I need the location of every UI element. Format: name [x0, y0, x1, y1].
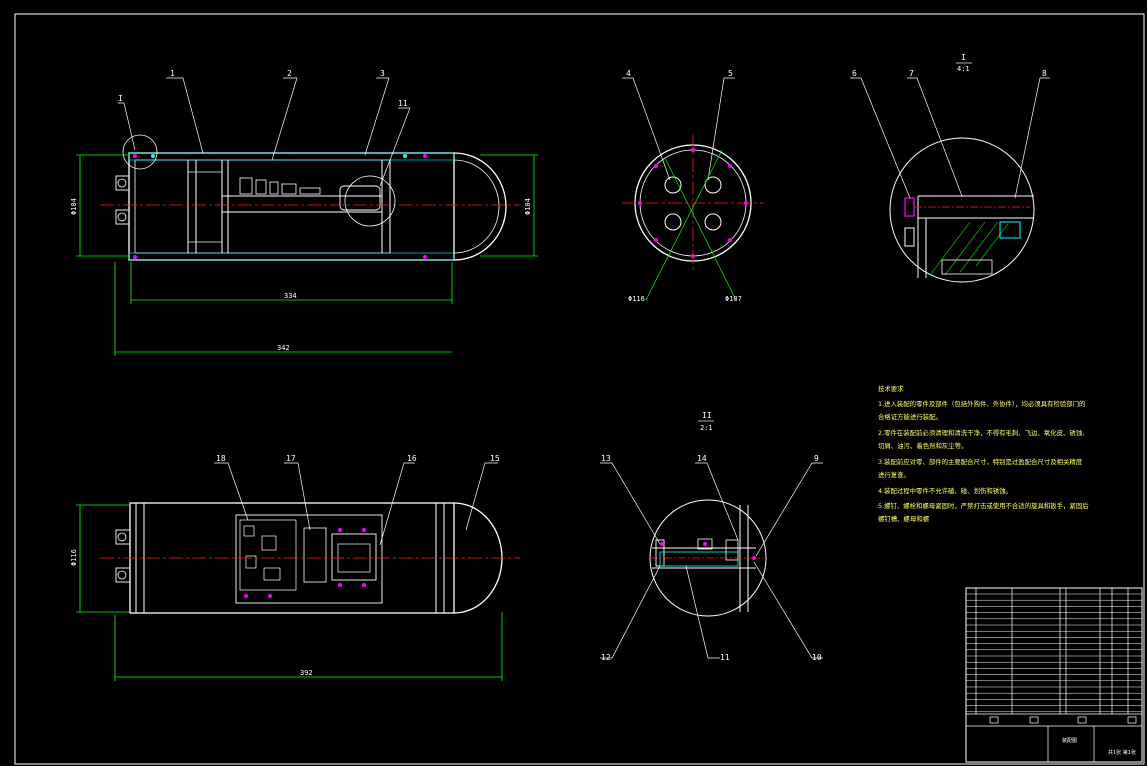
- notes-line: 合格证方能进行装配。: [878, 412, 942, 421]
- dim-side-length-outer: 342: [277, 344, 290, 352]
- detail-II-scale: 2:1: [700, 424, 713, 432]
- notes-line: 切屑、油污、着色剂和灰尘等。: [878, 441, 967, 450]
- drawing-border: [14, 13, 1145, 765]
- dim-side-length-inner: 334: [284, 292, 297, 300]
- callout-bottom-15: 15: [490, 454, 500, 463]
- side-dome: [453, 152, 507, 261]
- detail-I-view: I 4:1 6 7 8: [850, 53, 1050, 283]
- side-top-wall: [128, 152, 455, 161]
- callout-side-11: 11: [398, 99, 408, 108]
- detail-I-scale: 4:1: [957, 65, 970, 73]
- notes-line: 2.零件在装配前必须清理和清洗干净，不得有毛刺、飞边、氧化皮、锈蚀、: [878, 428, 1089, 437]
- callout-detail-I-7: 7: [909, 69, 914, 78]
- side-section-view: Φ104 Φ104 334 342 I 1 2 3 11: [70, 69, 538, 356]
- detail-II-circle: [344, 175, 396, 227]
- callout-detail-I-8: 8: [1042, 69, 1047, 78]
- callout-detail-II-10: 10: [812, 653, 822, 662]
- end-view: 4 5 Φ116 Φ107: [622, 69, 764, 303]
- notes-line: 3.装配前应对零、部件的主要配合尺寸，特别是过盈配合尺寸及相关精度: [878, 457, 1083, 466]
- notes-line: 5.螺钉、螺栓和螺母紧固时，严禁打击或使用不合适的旋具和扳手，紧固后: [878, 501, 1089, 510]
- detail-II-label: II: [702, 411, 712, 420]
- title-sheet: 共1张 第1张: [1108, 749, 1136, 756]
- detail-I-label: I: [961, 53, 966, 62]
- detail-I-enlarged: [889, 137, 1035, 283]
- title-block: 装配图 共1张 第1张: [965, 587, 1143, 763]
- dim-bottom-dia: Φ116: [70, 549, 78, 566]
- callout-side-1: 1: [170, 69, 175, 78]
- callout-detail-I-6: 6: [852, 69, 857, 78]
- side-detail-mark: I: [118, 94, 123, 103]
- dim-bottom-length: 392: [300, 669, 313, 677]
- technical-notes: 技术要求 1.进入装配的零件及部件（包括外购件、外协件），均必须具有检验部门的 …: [878, 384, 1089, 523]
- callout-bottom-18: 18: [216, 454, 226, 463]
- dim-side-dia-left: Φ104: [70, 198, 78, 215]
- callout-end-4: 4: [626, 69, 631, 78]
- callout-bottom-16: 16: [407, 454, 417, 463]
- detail-I-circle: [122, 134, 158, 170]
- callout-detail-II-13: 13: [601, 454, 611, 463]
- callout-end-5: 5: [728, 69, 733, 78]
- callout-detail-II-11: 11: [720, 653, 730, 662]
- notes-line: 4.装配过程中零件不允许磕、碰、划伤和锈蚀。: [878, 486, 1012, 495]
- side-dome-inner: [453, 159, 500, 254]
- dim-side-dia-right: Φ104: [524, 198, 532, 215]
- dim-end-dia-inner: Φ107: [725, 295, 742, 303]
- callout-bottom-17: 17: [286, 454, 296, 463]
- callout-detail-II-9: 9: [814, 454, 819, 463]
- callout-side-2: 2: [287, 69, 292, 78]
- notes-line: 1.进入装配的零件及部件（包括外购件、外协件），均必须具有检验部门的: [878, 399, 1085, 408]
- notes-title: 技术要求: [878, 384, 904, 393]
- notes-line: 螺钉槽、螺母和螺: [878, 514, 930, 523]
- callout-detail-II-14: 14: [697, 454, 707, 463]
- callout-side-3: 3: [380, 69, 385, 78]
- title-drawing-name: 装配图: [1062, 737, 1077, 744]
- side-body-inner: [134, 159, 391, 254]
- side-bottom-wall: [128, 252, 455, 261]
- side-body-outline: [128, 152, 455, 261]
- notes-line: 进行复查。: [878, 470, 910, 479]
- dim-end-dia-outer: Φ116: [628, 295, 645, 303]
- bottom-view: Φ116 392 18 17 16 15: [70, 454, 520, 681]
- callout-detail-II-12: 12: [601, 653, 611, 662]
- detail-II-view: II 2:1 13 14 9 12 11 10: [600, 411, 823, 662]
